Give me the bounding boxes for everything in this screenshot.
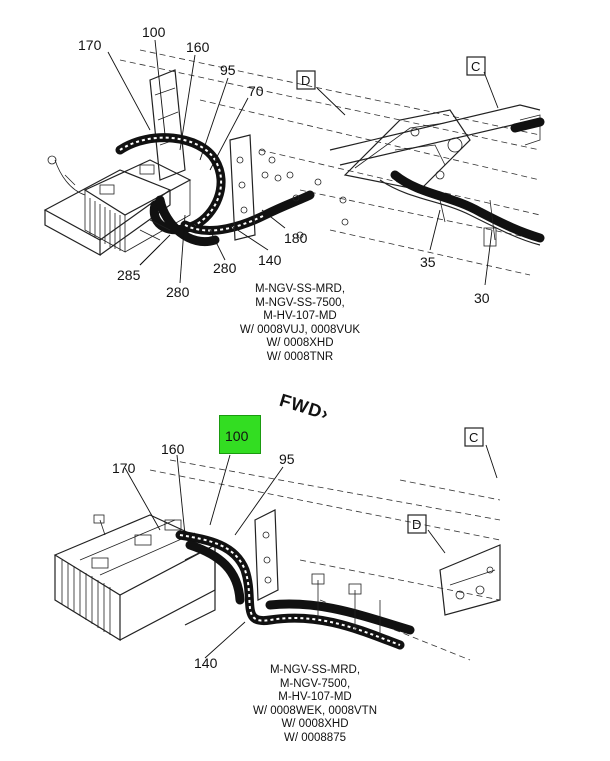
view-ref-c-top: C [471,59,480,74]
callout-280a-top: 280 [213,260,237,276]
caption-line: W/ 0008TNR [266,350,334,363]
highlighted-callout-100[interactable]: 100 [219,415,261,454]
bottom-leaders [124,444,498,659]
caption-line: W/ 0008VUJ, 0008VUK [239,323,361,336]
caption-line: W/ 0008XHD [266,337,334,349]
callout-140-top: 140 [258,252,282,268]
view-ref-box-d-top [296,70,316,90]
caption-line: W/ 0008WEK, 0008VTN [253,704,377,717]
view-ref-c-bottom: C [469,430,478,445]
view-ref-box-c-top [466,56,486,76]
callout-280b-top: 280 [166,284,190,300]
callout-140-bottom: 140 [194,655,218,671]
bottom-view-caption: M-NGV-SS-MRD, M-NGV-7500, M-HV-107-MD W/… [240,664,390,745]
callout-160-bottom: 160 [161,441,185,457]
view-ref-d-bottom: D [412,517,421,532]
callout-170-bottom: 170 [112,460,136,476]
bottom-frame-rails [149,459,501,661]
callout-180-top: 180 [284,230,308,246]
caption-line: W/ 0008XHD [281,718,349,730]
callout-160-top: 160 [186,39,210,55]
caption-line: M-NGV-SS-MRD, [254,283,346,295]
highlighted-callout-label: 100 [225,428,249,444]
callout-285-top: 285 [117,267,141,283]
caption-line: M-NGV-7500, [279,677,351,690]
caption-line: M-NGV-SS-MRD, [269,664,361,676]
callout-170-top: 170 [78,37,102,53]
callout-95-top: 95 [220,62,236,78]
top-battery-box [43,69,192,257]
caption-line: M-NGV-SS-7500, [255,296,345,309]
top-leaders [107,39,499,286]
top-view-caption: M-NGV-SS-MRD, M-NGV-SS-7500, M-HV-107-MD… [230,283,370,364]
top-harness [115,133,349,246]
callout-95-bottom: 95 [279,451,295,467]
bottom-harness [175,509,415,650]
caption-line: M-HV-107-MD [278,691,352,703]
top-frame-rails [119,49,545,276]
callout-70-top: 70 [248,83,264,99]
view-ref-d-top: D [301,73,310,88]
view-ref-box-d-bottom [407,514,427,534]
view-ref-box-c-bottom [464,427,484,447]
callout-30-top: 30 [474,290,490,306]
caption-line: M-HV-107-MD [263,310,337,322]
callout-35-top: 35 [420,254,436,270]
callout-100-top: 100 [142,24,166,40]
caption-line: W/ 0008875 [283,731,346,744]
